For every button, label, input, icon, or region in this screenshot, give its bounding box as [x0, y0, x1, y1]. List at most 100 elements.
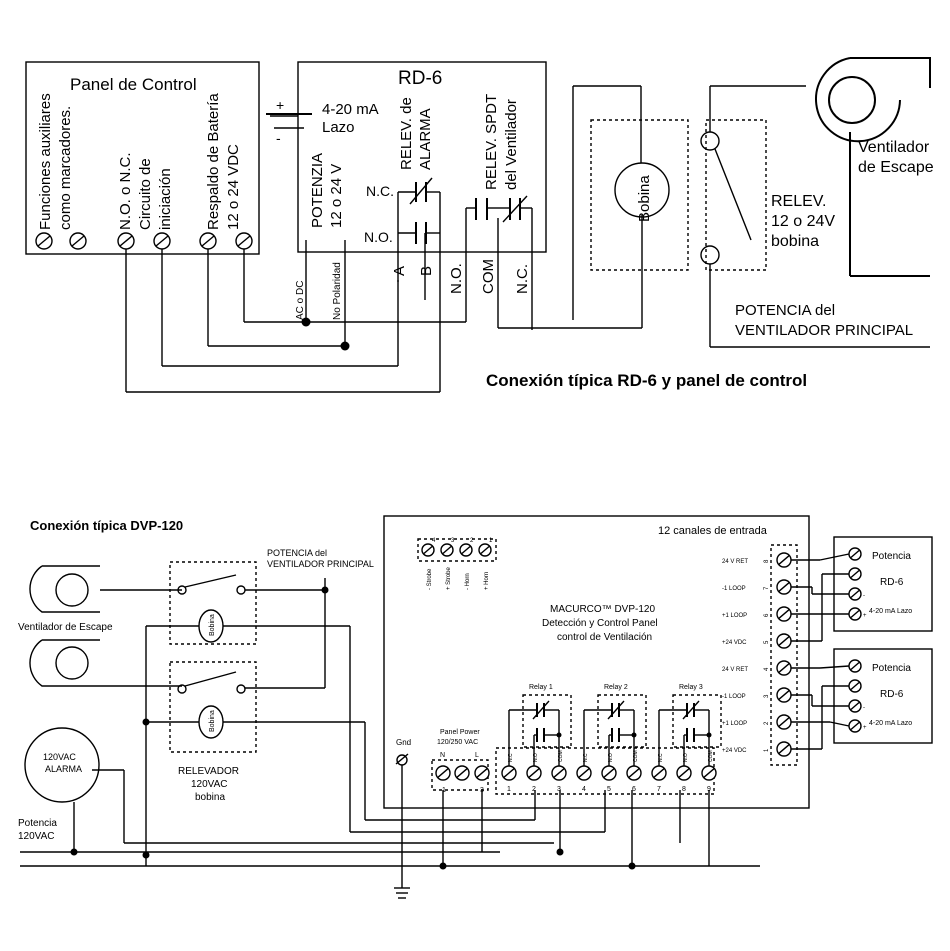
strobe-number: 4 — [432, 538, 436, 544]
input-number: 3 — [764, 694, 770, 698]
relay-contact-group: Relay 1 — [508, 684, 572, 766]
rd6-terminal — [848, 567, 862, 581]
top-wiring — [125, 85, 643, 393]
relay-dashed-box — [705, 119, 767, 271]
relay-term-label: N.C — [508, 753, 514, 762]
input-label: +1 LOOP — [722, 721, 747, 727]
power-label-1: POTENZIA — [309, 153, 326, 228]
power-label-1: Potencia — [18, 818, 57, 829]
rd6-terminal — [848, 719, 862, 733]
spdt-label-2: del Ventilador — [503, 99, 520, 190]
input-terminal — [776, 579, 792, 595]
relay-terminal — [551, 765, 567, 781]
coil-label-1: Bobina — [209, 614, 216, 636]
relay-term-label: COM — [558, 750, 564, 762]
bottom-wiring — [20, 578, 760, 899]
relay-number: 7 — [657, 786, 661, 793]
channels-label: 12 canales de entrada — [658, 525, 768, 537]
terminal-b: B — [418, 266, 435, 276]
input-number: 5 — [764, 640, 770, 644]
relay-term-label: N.C — [583, 753, 589, 762]
input-number: 1 — [764, 748, 770, 752]
strobe-number: 1 — [489, 538, 493, 544]
relay-terminal — [626, 765, 642, 781]
relay-group-label: Relay 2 — [604, 684, 628, 691]
relay-term-label: COM — [708, 750, 714, 762]
terminal-com: COM — [480, 259, 497, 294]
loop-minus: - — [276, 130, 281, 146]
rd6-title: RD-6 — [880, 577, 904, 588]
alarm-circle — [24, 727, 100, 803]
pp-l: L — [475, 752, 479, 759]
relay-contact-group: Relay 3 — [658, 684, 722, 766]
input-label: -1 LOOP — [722, 694, 746, 700]
rd6-terminal — [848, 699, 862, 713]
relay-box-1 — [169, 561, 257, 645]
panel-power-terminal — [474, 765, 490, 781]
rd6-terminal — [848, 607, 862, 621]
relay-term-label: N.O — [683, 753, 689, 762]
relay-number: 2 — [532, 786, 536, 793]
rd6-plus: + — [863, 613, 867, 619]
rd6-title: RD-6 — [880, 689, 904, 700]
relay-number: 5 — [607, 786, 611, 793]
loop-label-2: Lazo — [322, 119, 355, 136]
coil-circle — [614, 162, 670, 218]
input-label: +24 VDC — [722, 748, 747, 754]
strobe-number: 2 — [470, 538, 474, 544]
strobe-label: - Horn — [465, 573, 471, 590]
panel-power-1: Panel Power — [440, 729, 480, 736]
input-label: 24 V RET — [722, 667, 748, 673]
input-terminal-block — [770, 544, 798, 766]
nc-label: N.C. — [366, 183, 394, 199]
relay-terminal — [701, 765, 717, 781]
input-label: -1 LOOP — [722, 586, 746, 592]
relay-group-label: Relay 3 — [679, 684, 703, 691]
rd6-box — [297, 61, 547, 253]
relay-label-2: 12 o 24V — [771, 213, 835, 230]
input-label: 24 V RET — [722, 559, 748, 565]
input-number: 6 — [764, 613, 770, 617]
relay-group-label: Relay 1 — [529, 684, 553, 691]
brand-line-1: MACURCO™ DVP-120 — [550, 604, 655, 615]
relay-box-2 — [169, 661, 257, 753]
input-number: 8 — [764, 559, 770, 563]
strobe-label: - Strobe — [427, 568, 433, 590]
rd6-minus: - — [863, 705, 865, 711]
main-power-label-2: VENTILADOR PRINCIPAL — [267, 559, 374, 569]
strobe-label: + Strobe — [446, 566, 452, 590]
pp-num1: 1 — [442, 787, 446, 794]
strobe-terminal-block — [417, 538, 497, 562]
relay-label-1: RELEVADOR — [178, 766, 239, 777]
input-terminal — [776, 741, 792, 757]
input-terminal — [776, 660, 792, 676]
relay-term-label: N.O — [533, 753, 539, 762]
bottom-diagram: Conexión típica DVP-120 Ventilador de Es… — [18, 515, 933, 899]
rd6-power: Potencia — [872, 663, 911, 674]
relay-number: 3 — [557, 786, 561, 793]
relay-terminal — [501, 765, 517, 781]
pp-n: N — [440, 752, 445, 759]
main-power-label-2: VENTILADOR PRINCIPAL — [735, 322, 913, 339]
battery-label-2: 12 o 24 VDC — [225, 144, 242, 230]
ac-dc-label: AC o DC — [295, 281, 306, 320]
coil-label: Bobina — [636, 175, 653, 222]
main-power-label-1: POTENCIA del — [267, 548, 327, 558]
terminal-a: A — [391, 266, 408, 276]
input-terminal — [776, 714, 792, 730]
top-caption: Conexión típica RD-6 y panel de control — [486, 371, 807, 390]
relay-terminal — [526, 765, 542, 781]
fan-label-1: Ventilador — [858, 139, 930, 156]
panel-power-2: 120/250 VAC — [437, 739, 478, 746]
init-label-1: N.O. o N.C. — [117, 152, 134, 230]
relay-terminal — [651, 765, 667, 781]
loop-plus: + — [276, 97, 284, 113]
relay-terminal — [576, 765, 592, 781]
coil-label-2: Bobina — [209, 710, 216, 732]
fan-label-2: de Escape — [858, 159, 934, 176]
control-panel-title: Panel de Control — [70, 75, 197, 94]
